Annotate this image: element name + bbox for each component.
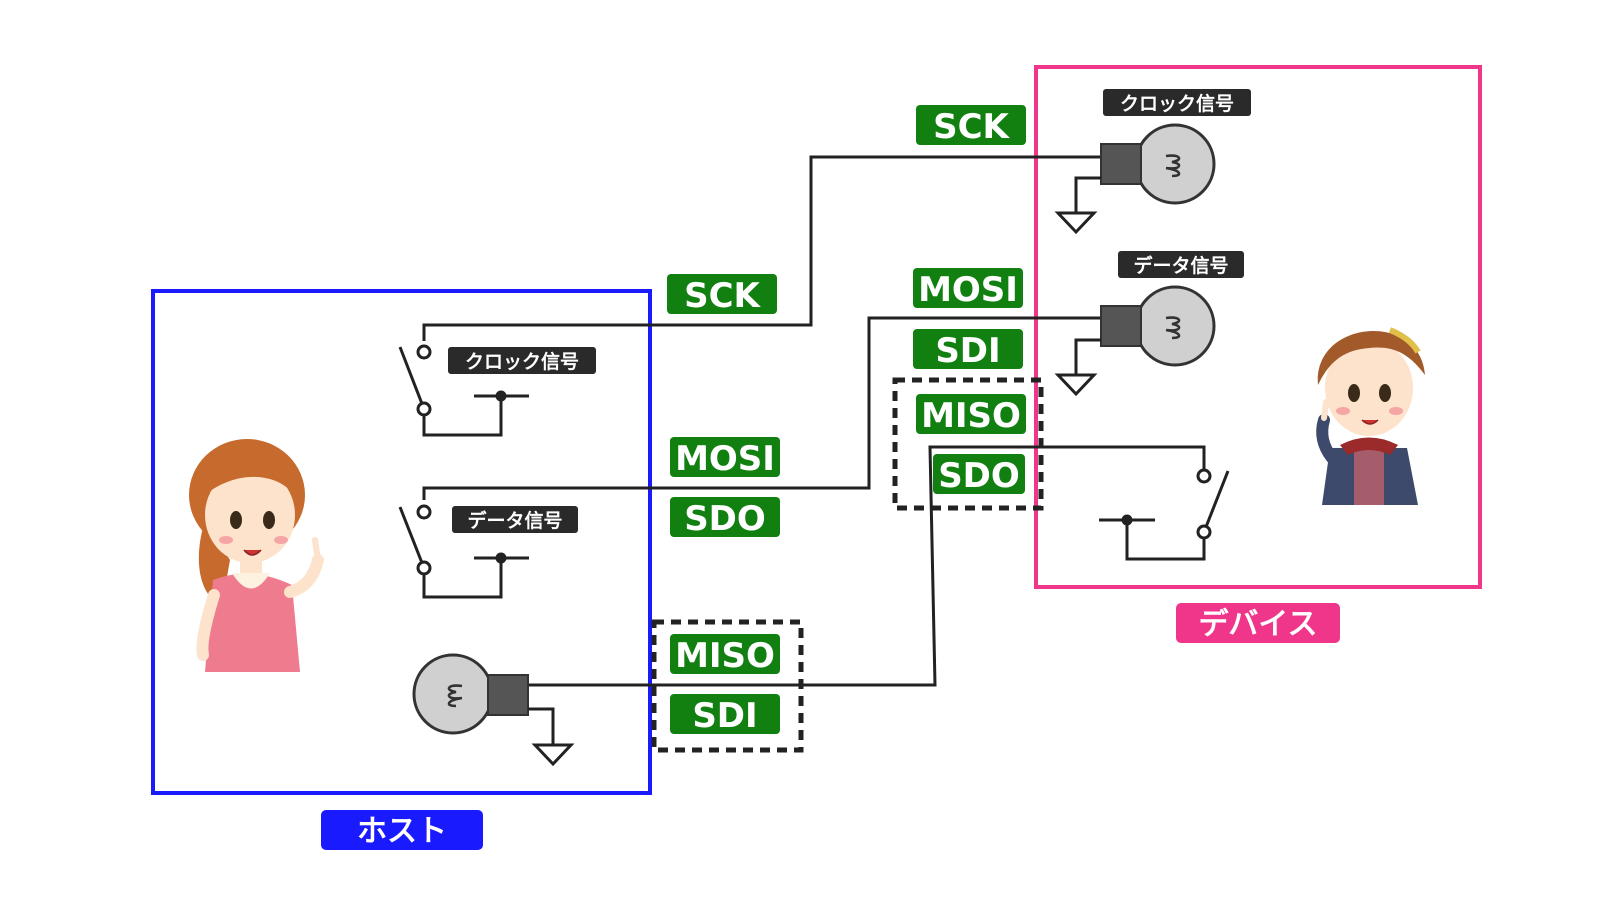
tag-sck-host: SCK bbox=[667, 274, 777, 316]
tag-miso-host: MISO bbox=[670, 634, 780, 676]
svg-text:MOSI: MOSI bbox=[918, 270, 1018, 310]
tag-sdi-host: SDI bbox=[670, 694, 780, 736]
device-panel bbox=[1034, 65, 1482, 589]
svg-text:SDO: SDO bbox=[938, 456, 1020, 496]
tag-mosi-host: MOSI bbox=[670, 437, 780, 479]
host-ground-icon bbox=[528, 707, 575, 767]
svg-text:MISO: MISO bbox=[921, 396, 1021, 436]
device-label-tag: デバイス bbox=[1176, 603, 1340, 643]
tag-mosi-device: MOSI bbox=[913, 268, 1023, 310]
tag-sdo-device: SDO bbox=[933, 454, 1025, 496]
tag-sck-device: SCK bbox=[916, 105, 1026, 147]
svg-text:データ信号: データ信号 bbox=[1133, 254, 1228, 277]
device-label: デバイス bbox=[1198, 607, 1317, 642]
device-data-bulb-icon bbox=[1100, 285, 1216, 367]
device-clock-bulb-icon bbox=[1100, 123, 1216, 205]
svg-text:MOSI: MOSI bbox=[675, 439, 775, 479]
host-bulb-icon bbox=[412, 653, 529, 735]
device-switch bbox=[1099, 468, 1230, 561]
boy-character bbox=[1316, 327, 1425, 505]
host-data-switch bbox=[398, 504, 529, 599]
miso-wire bbox=[527, 445, 1206, 687]
mosi-wire bbox=[422, 316, 1101, 500]
host-label: ホスト bbox=[357, 814, 447, 849]
svg-text:クロック信号: クロック信号 bbox=[1120, 92, 1234, 115]
tag-sdi-device: SDI bbox=[913, 329, 1023, 371]
host-clock-switch bbox=[398, 344, 529, 437]
tag-sdo-host: SDO bbox=[670, 497, 780, 539]
host-miso-group-box bbox=[651, 619, 804, 753]
svg-text:SDI: SDI bbox=[935, 331, 1000, 371]
device-clock-ground-icon bbox=[1054, 176, 1101, 235]
host-label-tag: ホスト bbox=[321, 810, 483, 850]
svg-text:SDI: SDI bbox=[692, 696, 757, 736]
device-clock-caption: クロック信号 bbox=[1103, 89, 1251, 116]
tag-miso-device: MISO bbox=[916, 394, 1026, 436]
svg-text:MISO: MISO bbox=[675, 636, 775, 676]
wires bbox=[422, 155, 1206, 687]
sck-wire bbox=[422, 155, 1101, 341]
device-miso-group-box bbox=[892, 377, 1044, 511]
device-data-caption: データ信号 bbox=[1118, 251, 1244, 278]
svg-text:SCK: SCK bbox=[684, 276, 761, 316]
svg-text:SDO: SDO bbox=[684, 499, 766, 539]
host-panel bbox=[151, 289, 652, 795]
host-clock-caption: クロック信号 bbox=[448, 347, 596, 374]
host-data-caption: データ信号 bbox=[452, 506, 578, 533]
svg-text:クロック信号: クロック信号 bbox=[465, 350, 579, 373]
girl-character bbox=[189, 439, 324, 672]
device-data-ground-icon bbox=[1054, 338, 1101, 397]
svg-text:SCK: SCK bbox=[933, 107, 1010, 147]
svg-text:データ信号: データ信号 bbox=[467, 509, 562, 532]
